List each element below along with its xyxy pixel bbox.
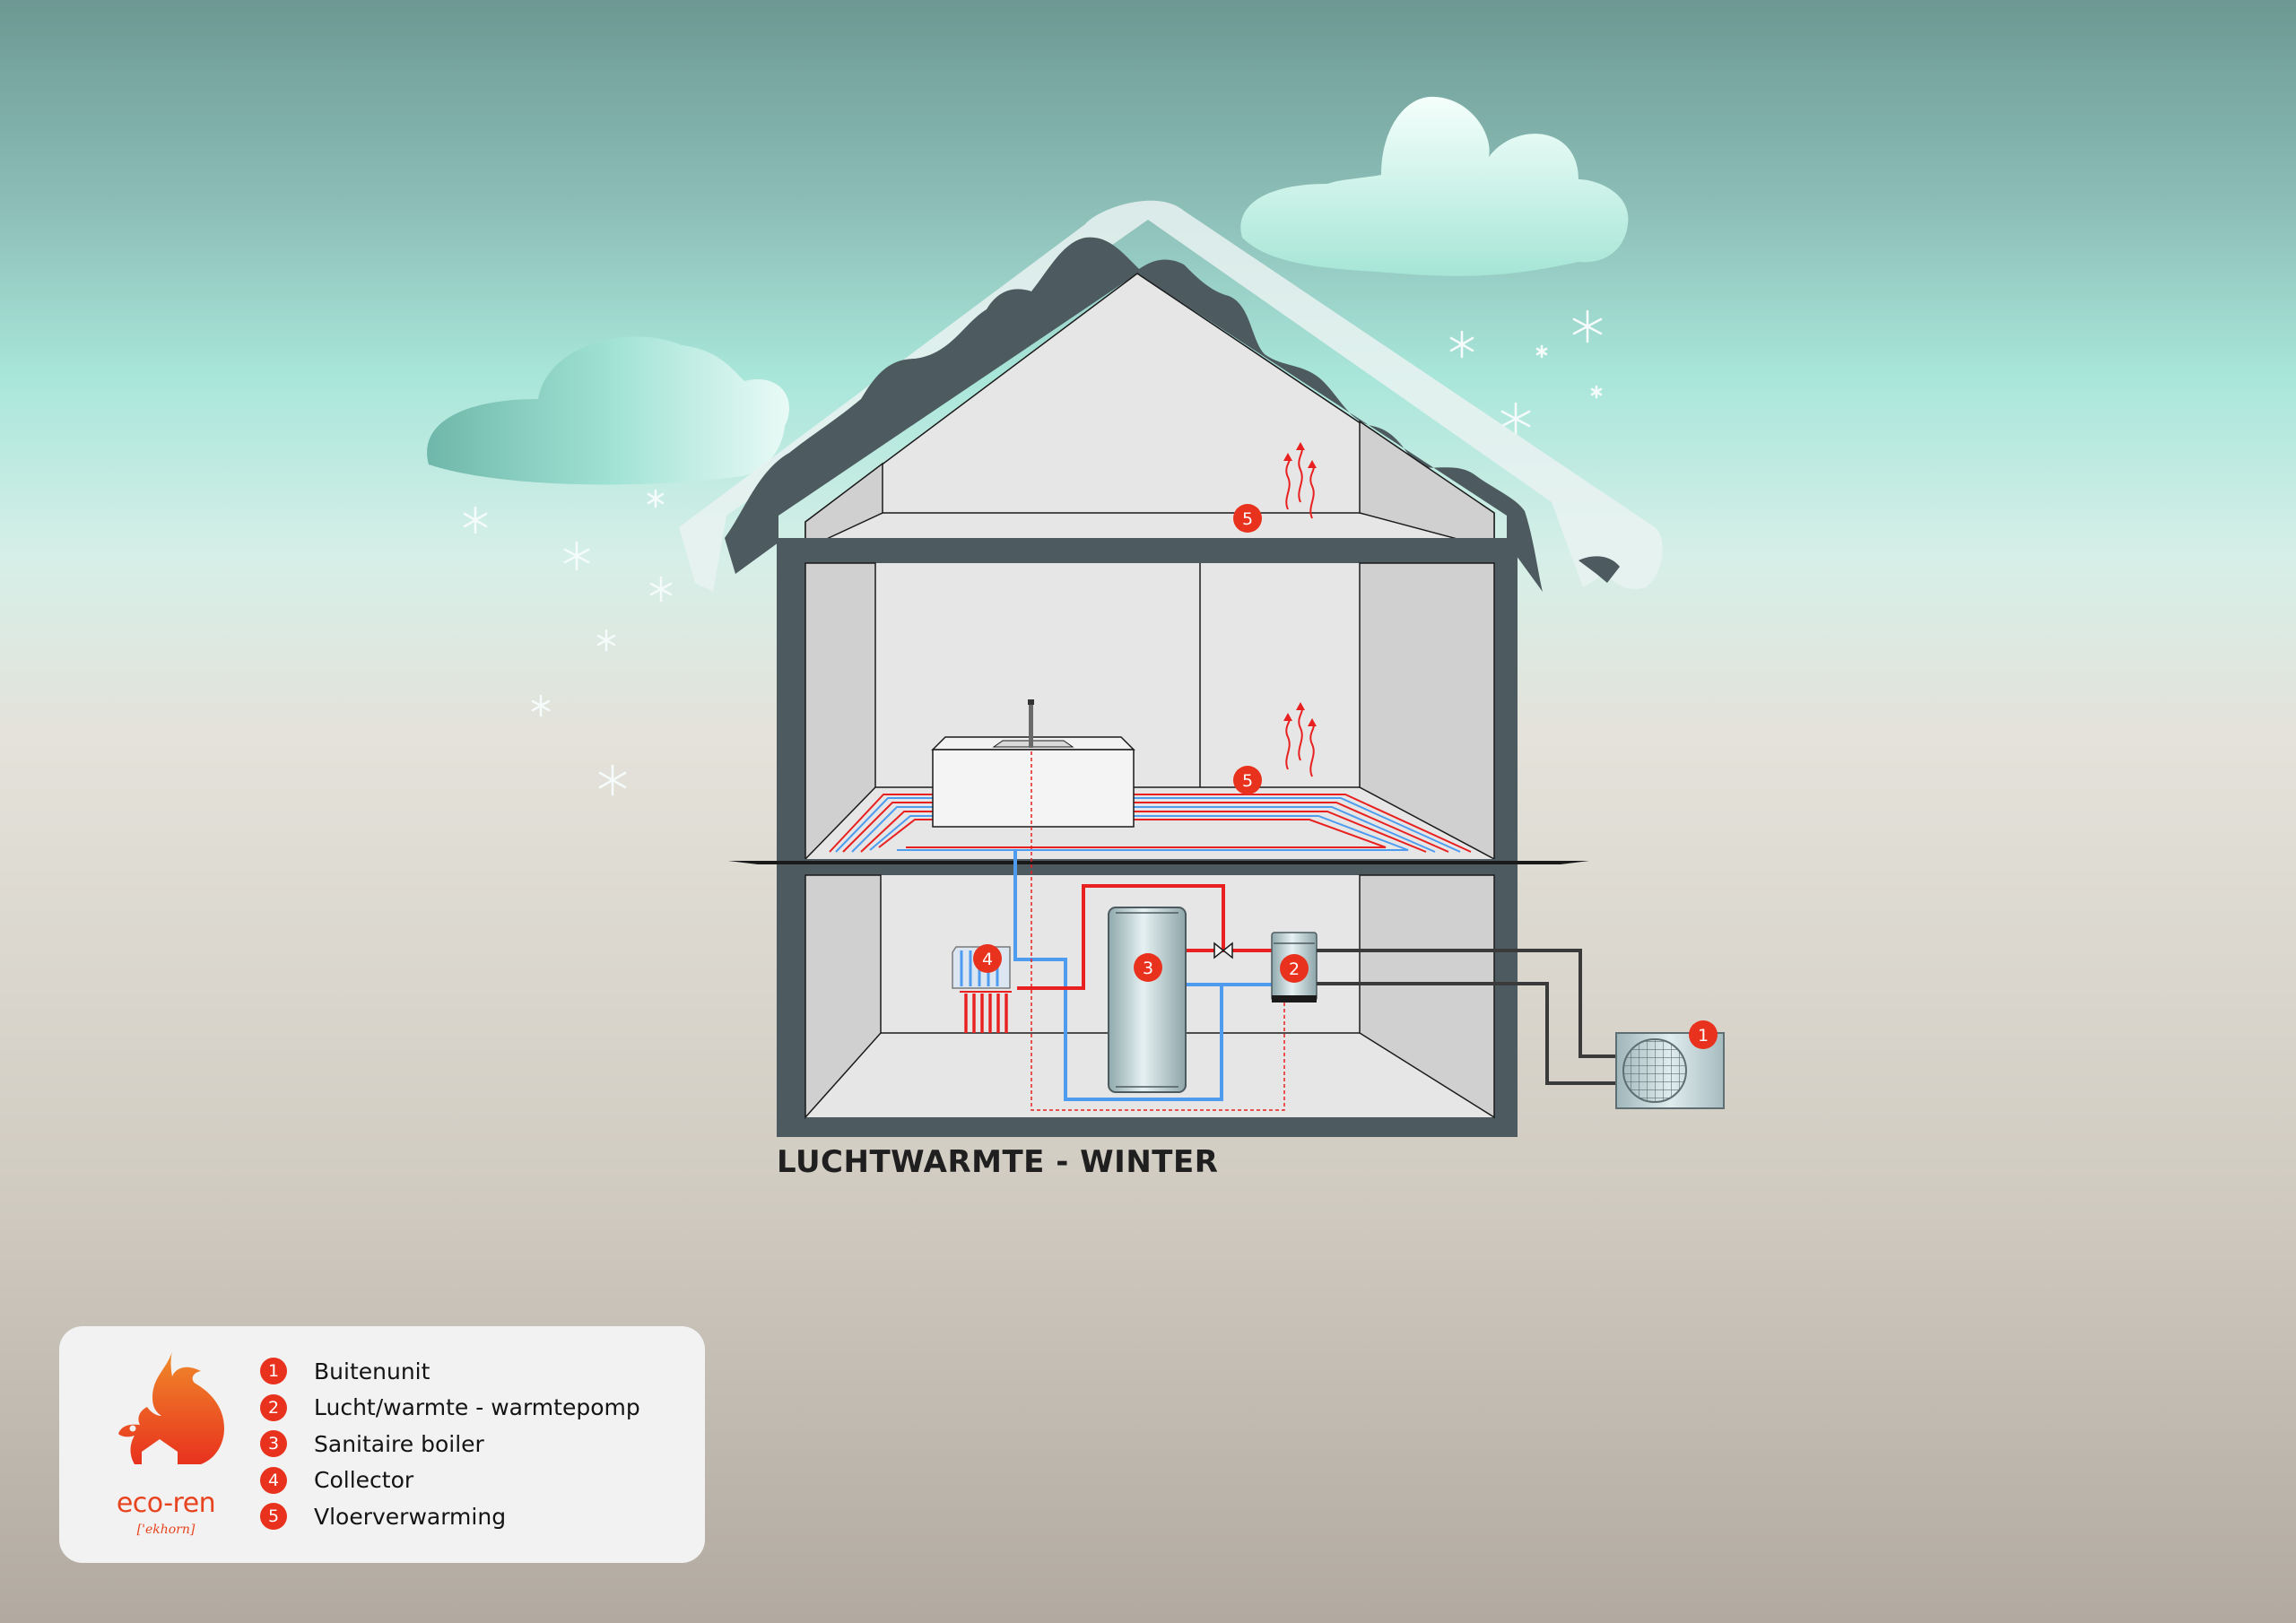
bathtub bbox=[931, 699, 1135, 828]
roof-snow-drip bbox=[1578, 556, 1620, 583]
marker-5-floor-label: 5 bbox=[1242, 771, 1253, 791]
legend-item: 2 Lucht/warmte - warmtepomp bbox=[260, 1390, 640, 1427]
sanitary-boiler bbox=[1108, 907, 1187, 1093]
legend-label: Sanitaire boiler bbox=[314, 1430, 484, 1457]
legend-badge: 1 bbox=[260, 1358, 287, 1385]
piping bbox=[1013, 751, 1285, 1111]
eco-ren-logo: eco-ren ['ekhorn] bbox=[90, 1351, 242, 1537]
legend-item: 1 Buitenunit bbox=[260, 1353, 640, 1390]
marker-3-boiler: 3 bbox=[1134, 953, 1162, 982]
marker-4-label: 4 bbox=[982, 950, 993, 969]
heat-arrowheads bbox=[1283, 442, 1317, 726]
marker-2-heat-pump: 2 bbox=[1280, 954, 1309, 983]
brand-name: eco-ren bbox=[116, 1488, 216, 1519]
cloud-left bbox=[427, 336, 789, 485]
refrigerant-lines bbox=[1317, 949, 1618, 1085]
marker-1-label: 1 bbox=[1698, 1026, 1709, 1046]
legend-card: eco-ren ['ekhorn] 1 Buitenunit 2 Lucht/w… bbox=[59, 1326, 705, 1563]
brand-tagline: ['ekhorn] bbox=[136, 1523, 196, 1537]
legend-label: Lucht/warmte - warmtepomp bbox=[314, 1394, 640, 1421]
marker-5-attic: 5 bbox=[1233, 504, 1262, 533]
marker-3-label: 3 bbox=[1143, 959, 1153, 978]
legend-list: 1 Buitenunit 2 Lucht/warmte - warmtepomp… bbox=[260, 1353, 640, 1535]
cloud-right bbox=[1240, 96, 1629, 276]
legend-label: Buitenunit bbox=[314, 1358, 430, 1384]
legend-badge: 5 bbox=[260, 1503, 287, 1531]
marker-5-floor: 5 bbox=[1233, 766, 1262, 794]
legend-badge: 3 bbox=[260, 1430, 287, 1458]
legend-badge: 2 bbox=[260, 1393, 287, 1421]
squirrel-logo-icon bbox=[118, 1351, 224, 1464]
marker-4-collector: 4 bbox=[973, 944, 1002, 973]
diagram-caption: LUCHTWARMTE - WINTER bbox=[777, 1144, 1219, 1180]
legend-item: 5 Vloerverwarming bbox=[260, 1498, 640, 1535]
marker-5-attic-label: 5 bbox=[1242, 509, 1253, 529]
attic-floor-slab bbox=[777, 549, 1518, 563]
marker-2-label: 2 bbox=[1289, 959, 1300, 979]
marker-1-outdoor-unit: 1 bbox=[1689, 1020, 1718, 1049]
legend-badge: 4 bbox=[260, 1466, 287, 1494]
legend-item: 3 Sanitaire boiler bbox=[260, 1426, 640, 1462]
three-way-valve bbox=[1213, 942, 1233, 959]
roof bbox=[725, 237, 1543, 592]
snowflakes bbox=[463, 309, 1603, 796]
ground-line bbox=[728, 861, 1589, 864]
legend-label: Vloerverwarming bbox=[314, 1503, 507, 1530]
heat-arrows bbox=[1285, 447, 1315, 777]
legend-label: Collector bbox=[314, 1467, 414, 1494]
legend-item: 4 Collector bbox=[260, 1462, 640, 1499]
